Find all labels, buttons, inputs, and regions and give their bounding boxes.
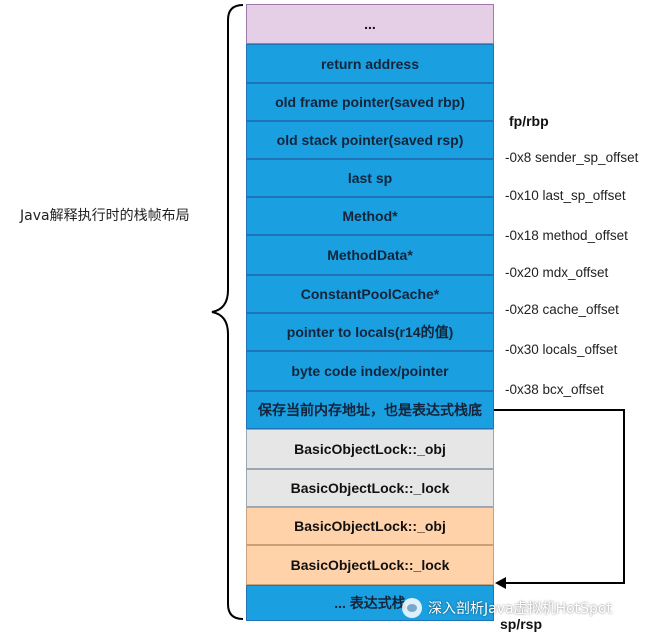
stack-cell-expression-stack-bottom: 保存当前内存地址，也是表达式栈底	[246, 391, 494, 429]
stack-cell-constant-pool-cache: ConstantPoolCache*	[246, 275, 494, 313]
stack-cell-lock-lock-2: BasicObjectLock::_lock	[246, 545, 494, 585]
offset-cache: -0x28 cache_offset	[505, 302, 619, 317]
wechat-icon	[402, 598, 422, 618]
watermark-text: 深入剖析Java虚拟机HotSpot	[428, 601, 612, 617]
stack-cell-lock-obj-2: BasicObjectLock::_obj	[246, 507, 494, 545]
stack-cell-method: Method*	[246, 197, 494, 235]
stack-cell-method-data: MethodData*	[246, 235, 494, 275]
sp-pointer-label: sp/rsp	[500, 616, 543, 632]
offset-locals: -0x30 locals_offset	[505, 342, 618, 357]
stack-cell-old-stack-pointer: old stack pointer(saved rsp)	[246, 121, 494, 159]
stack-bottom-arrowhead	[495, 577, 506, 589]
stack-cell-last-sp: last sp	[246, 159, 494, 197]
stack-cell-pointer-to-locals: pointer to locals(r14的值)	[246, 313, 494, 351]
offset-mdx: -0x20 mdx_offset	[505, 265, 609, 280]
offset-method: -0x18 method_offset	[505, 228, 628, 243]
stack-cell-bytecode-index: byte code index/pointer	[246, 351, 494, 391]
offset-bcx: -0x38 bcx_offset	[505, 382, 604, 397]
offset-last-sp: -0x10 last_sp_offset	[505, 188, 626, 203]
frame-layout-label: Java解释执行时的栈帧布局	[20, 208, 190, 224]
stack-cell-expression-stack: ... 表达式栈	[246, 585, 494, 621]
stack-cell-old-frame-pointer: old frame pointer(saved rbp)	[246, 83, 494, 121]
watermark: 深入剖析Java虚拟机HotSpot	[402, 598, 612, 618]
stack-cell-ellipsis-top: ...	[246, 4, 494, 44]
fp-pointer-label: fp/rbp	[509, 113, 549, 129]
frame-brace	[211, 4, 244, 620]
stack-cell-lock-lock-1: BasicObjectLock::_lock	[246, 469, 494, 507]
offset-sender-sp: -0x8 sender_sp_offset	[505, 150, 639, 165]
stack-cell-return-address: return address	[246, 44, 494, 83]
stack-cell-lock-obj-1: BasicObjectLock::_obj	[246, 429, 494, 469]
stack-bottom-arrow	[494, 409, 625, 584]
